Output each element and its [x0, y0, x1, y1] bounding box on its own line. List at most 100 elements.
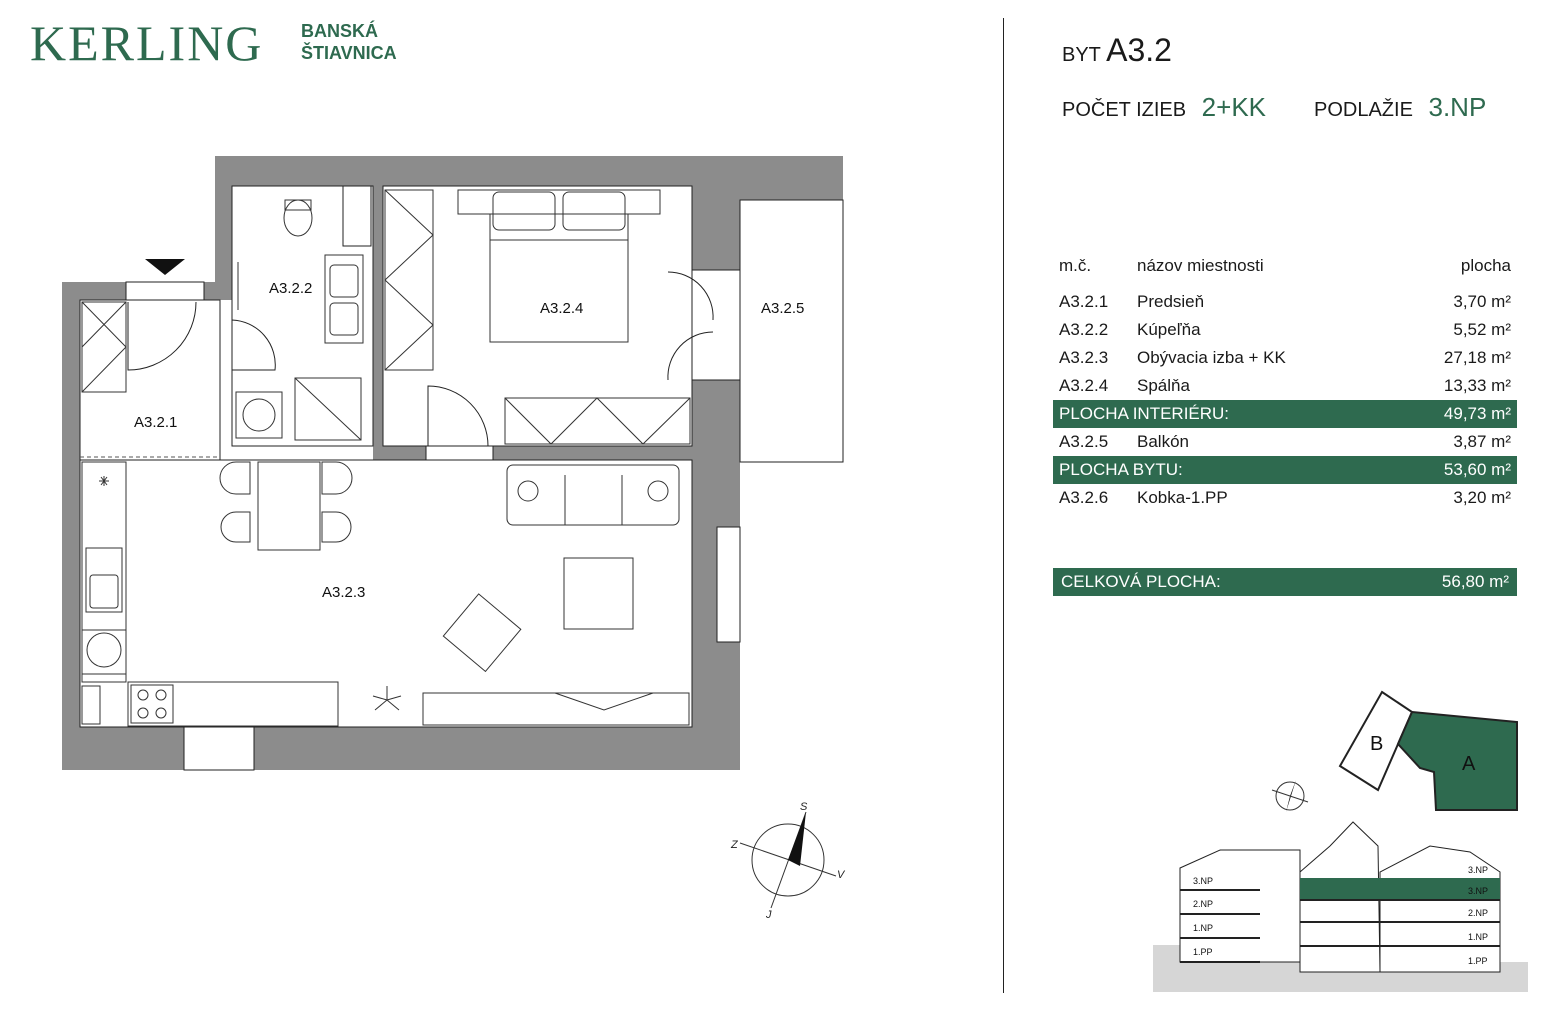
pillow: [562, 191, 626, 231]
rooms-count: POČET IZIEB 2+KK: [1062, 92, 1266, 123]
fridge: [81, 685, 101, 725]
kitchen-counter: [81, 461, 127, 683]
balcony-door-swing: [667, 271, 714, 381]
cell-name: Kúpeľňa: [1137, 320, 1201, 339]
site-compass-icon: [1275, 781, 1305, 811]
compass-j: J: [765, 909, 772, 921]
dining-chairs-right: [321, 461, 353, 543]
rooms-count-value: 2+KK: [1201, 92, 1266, 122]
section-left-2np: 2.NP: [1193, 899, 1213, 909]
hob-round: [86, 632, 122, 668]
apartment-title: BYT A3.2: [1062, 32, 1172, 69]
table-row: A3.2.2 Kúpeľňa 5,52 m²: [1053, 316, 1517, 344]
vertical-divider: [1003, 18, 1004, 993]
cell-name: Kobka-1.PP: [1137, 488, 1228, 507]
cell-id: A3.2.4: [1059, 376, 1109, 395]
table-row-summary: PLOCHA INTERIÉRU:49,73 m²: [1053, 400, 1517, 428]
section-left-1np: 1.NP: [1193, 923, 1213, 933]
section-right-2np: 2.NP: [1468, 908, 1488, 918]
double-bed-icon: [489, 213, 629, 343]
hall-wardrobe: [81, 301, 127, 393]
floor-value: 3.NP: [1428, 92, 1487, 122]
dining-table: [257, 461, 321, 551]
apartment-label: BYT: [1062, 44, 1101, 66]
pillow: [492, 191, 556, 231]
cell-name: Spálňa: [1137, 376, 1190, 395]
plant-icon: [372, 686, 402, 711]
cell-area: 49,73 m²: [1389, 400, 1517, 428]
section-right-3np: 3.NP: [1468, 886, 1488, 896]
room-balcony: [739, 199, 844, 463]
label-hall: A3.2.1: [134, 414, 177, 431]
block-b-label: B: [1370, 733, 1383, 755]
cell-area: 27,18 m²: [1443, 348, 1511, 367]
armchair-icon: [442, 593, 522, 673]
label-balcony: A3.2.5: [761, 300, 804, 317]
shower-tray: [294, 377, 362, 441]
cell-id: A3.2.1: [1059, 292, 1109, 311]
cell-id: A3.2.5: [1059, 432, 1109, 451]
col-area: plocha: [1460, 256, 1511, 275]
room-living: [79, 459, 693, 728]
cell-id: A3.2.2: [1059, 320, 1109, 339]
window-south: [183, 726, 255, 771]
entry-arrow-icon: [145, 259, 185, 275]
cell-id: PLOCHA INTERIÉRU:: [1053, 400, 1390, 428]
cell-name: Balkón: [1137, 432, 1189, 451]
block-a-label: A: [1462, 753, 1476, 775]
site-plan: B A: [1271, 690, 1518, 812]
kitchen-counter-bottom: [127, 681, 339, 727]
label-bathroom: A3.2.2: [269, 280, 312, 297]
rooms-count-label: POČET IZIEB: [1062, 99, 1187, 121]
asterisk-icon: [99, 476, 109, 486]
cell-area: 3,87 m²: [1453, 432, 1511, 451]
bath-door-swing: [231, 319, 276, 371]
cell-id: A3.2.6: [1059, 488, 1109, 507]
cell-area: 53,60 m²: [1389, 456, 1517, 484]
section-right-1np: 1.NP: [1468, 932, 1488, 942]
washing-machine: [235, 391, 283, 439]
col-name: názov miestnosti: [1137, 256, 1264, 275]
dining-chairs-left: [219, 461, 251, 543]
cell-area: 5,52 m²: [1453, 320, 1511, 339]
balcony-door: [691, 269, 741, 381]
label-bedroom: A3.2.4: [540, 300, 583, 317]
bedroom-door-gap: [425, 445, 494, 461]
block-b: [1338, 690, 1414, 792]
brand-logo: KERLING: [30, 15, 264, 71]
col-id: m.č.: [1059, 256, 1092, 275]
brand-location: BANSKÁ ŠTIAVNICA: [301, 20, 397, 64]
brand-location-line2: ŠTIAVNICA: [301, 43, 397, 63]
cell-id: PLOCHA BYTU:: [1053, 456, 1390, 484]
table-header: m.č. názov miestnosti plocha: [1053, 252, 1517, 280]
brand-location-line1: BANSKÁ: [301, 21, 379, 41]
section-left-3np: 3.NP: [1193, 876, 1213, 886]
building-section: 3.NP 2.NP 1.NP 1.PP 3.NP 3.NP 2.NP 1.NP …: [1153, 821, 1528, 992]
entry-opening: [125, 281, 205, 301]
section-right-3np-top: 3.NP: [1468, 865, 1488, 875]
room-hall: [79, 299, 221, 461]
coffee-table: [563, 557, 634, 630]
section-right-1pp: 1.PP: [1468, 956, 1488, 966]
bath-niche: [342, 185, 372, 247]
window-east: [716, 526, 741, 643]
highlight-floor: [1300, 878, 1500, 900]
entry-door-swing: [127, 301, 197, 371]
block-a: [1396, 710, 1518, 811]
sofa-icon: [506, 464, 680, 526]
table-row: A3.2.5 Balkón 3,87 m²: [1053, 428, 1517, 456]
bedroom-door-swing: [427, 385, 489, 447]
floor-label: PODLAŽIE: [1314, 99, 1413, 121]
floor-info: PODLAŽIE 3.NP: [1314, 92, 1486, 123]
compass-v: V: [837, 869, 846, 881]
toilet-tank: [284, 199, 312, 211]
double-sink: [324, 254, 364, 344]
kitchen-sink-icon: [85, 547, 123, 613]
compass-s: S: [800, 801, 808, 813]
label-living: A3.2.3: [322, 584, 365, 601]
section-left-1pp: 1.PP: [1193, 947, 1213, 957]
total-area-value: 56,80 m²: [1441, 572, 1509, 591]
